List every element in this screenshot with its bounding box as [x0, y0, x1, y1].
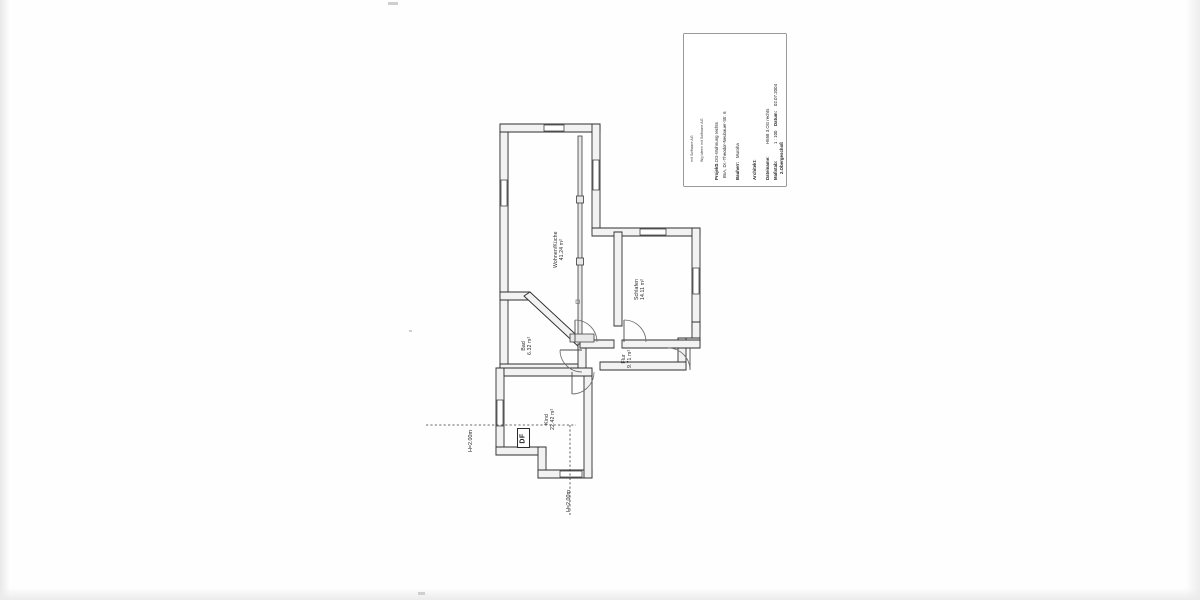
- field-label-architekt: Architekt:: [752, 159, 757, 180]
- door-symbol: [667, 347, 691, 371]
- field-label-bauherr: Bauherr:: [735, 161, 740, 180]
- room-label-wohnen-kueche: Wohnen/Küche 41.24 m²: [553, 231, 566, 268]
- height-annotation-left: H=2.00m: [468, 429, 474, 452]
- field-label-massstab: Maßstab:: [773, 160, 778, 180]
- field-label-dateiname: Dateiname:: [765, 156, 770, 180]
- field-label-datum: Datum:: [773, 110, 778, 126]
- roof-window-marker: DF: [517, 428, 530, 448]
- scan-edge-bottom: [0, 588, 1200, 600]
- room-area: 6.32 m²: [527, 336, 534, 355]
- height-annotation-bottom: H=2.00m: [566, 489, 572, 512]
- field-value-dateiname: H558 3.OG rechts: [765, 108, 770, 144]
- room-area: 9.71 m²: [627, 349, 634, 368]
- projekt-value-line-1: 3.OG-Wohnung rechts: [714, 122, 719, 166]
- title-block: mit Software AG Wg Ideen mit Software AG…: [684, 34, 786, 186]
- roof-window-label: DF: [519, 432, 527, 444]
- room-label-bad: Bad 6.32 m²: [521, 337, 534, 355]
- room-area: 22.42 m²: [550, 408, 557, 430]
- field-value-bauherr: Muroha: [735, 143, 740, 158]
- scan-edge-left: [0, 0, 10, 600]
- scan-speck: [409, 330, 412, 332]
- room-area: 14.11 m²: [640, 279, 647, 300]
- room-area: 41.24 m²: [559, 239, 566, 261]
- field-value-datum: 02.07.2004: [773, 83, 778, 106]
- room-label-schlafen: Schlafen 14.11 m²: [634, 279, 647, 300]
- door-symbol: [574, 319, 598, 343]
- company-line-2: Wg Ideen mit Software AG: [700, 118, 704, 162]
- field-value-massstab: 1 : 100: [773, 130, 778, 145]
- scan-speck: [388, 2, 398, 5]
- scan-edge-right: [1186, 0, 1200, 600]
- field-label-projekt: Projekt:: [714, 163, 719, 180]
- storey-label: 2.Obergeschoß: [779, 142, 784, 174]
- door-symbol: [623, 319, 647, 343]
- projekt-value-line-2: BsA, Dr.-Theodor-Neubauer-Str. 6: [722, 111, 727, 178]
- door-symbol: [571, 371, 595, 395]
- door-symbol: [559, 349, 583, 373]
- scan-speck: [418, 592, 425, 595]
- room-label-flur: Flur 9.71 m²: [621, 350, 634, 368]
- room-label-kind: Kind 22.42 m²: [544, 409, 557, 430]
- company-line-1: mit Software AG: [690, 135, 694, 162]
